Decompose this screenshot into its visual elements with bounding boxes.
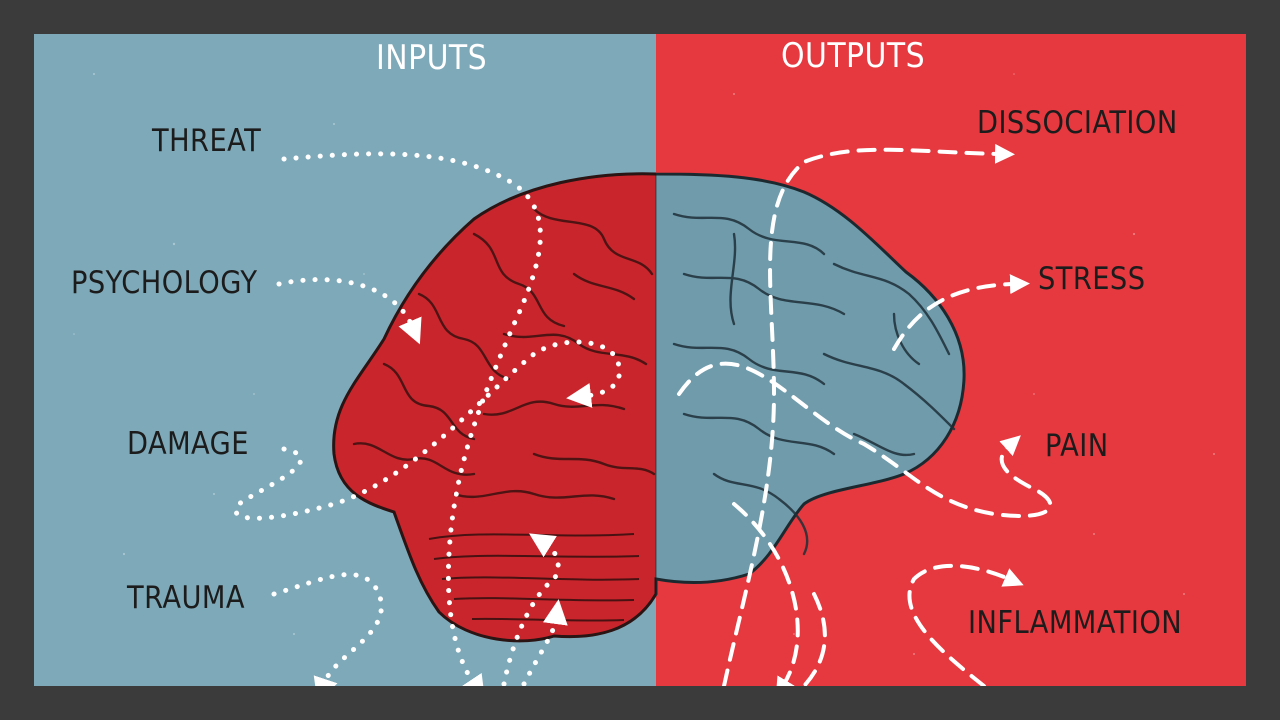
input-label-psychology: PSYCHOLOGY — [71, 265, 258, 301]
threat-pathway — [281, 151, 543, 686]
input-label-damage: DAMAGE — [127, 426, 249, 462]
inner-pathway — [501, 533, 561, 686]
brain-illustration — [73, 73, 1215, 686]
inputs-heading: INPUTS — [376, 38, 488, 78]
stress-pathway — [892, 274, 1030, 351]
output-label-stress: STRESS — [1038, 261, 1146, 297]
trauma-pathway — [271, 572, 384, 686]
input-label-threat: THREAT — [152, 123, 262, 159]
output-label-pain: PAIN — [1045, 428, 1109, 464]
damage-pathway — [233, 339, 622, 521]
psychology-pathway — [276, 277, 422, 345]
inflammation-pathway — [732, 502, 800, 686]
inflammation-pathway-2 — [907, 563, 1024, 686]
input-pathways — [233, 151, 622, 686]
output-pathways — [677, 143, 1053, 686]
brain-right-half — [656, 172, 966, 643]
output-label-inflammation: INFLAMMATION — [968, 605, 1183, 641]
input-label-trauma: TRAUMA — [127, 580, 245, 616]
outputs-heading: OUTPUTS — [781, 36, 926, 76]
paper-speckle — [73, 73, 1215, 655]
diagram-canvas: INPUTS OUTPUTS THREAT PSYCHOLOGY DAMAGE … — [34, 34, 1246, 686]
dissociation-pathway — [722, 143, 1015, 686]
output-label-dissociation: DISSOCIATION — [977, 105, 1178, 141]
inner-output-pathway — [802, 592, 827, 686]
